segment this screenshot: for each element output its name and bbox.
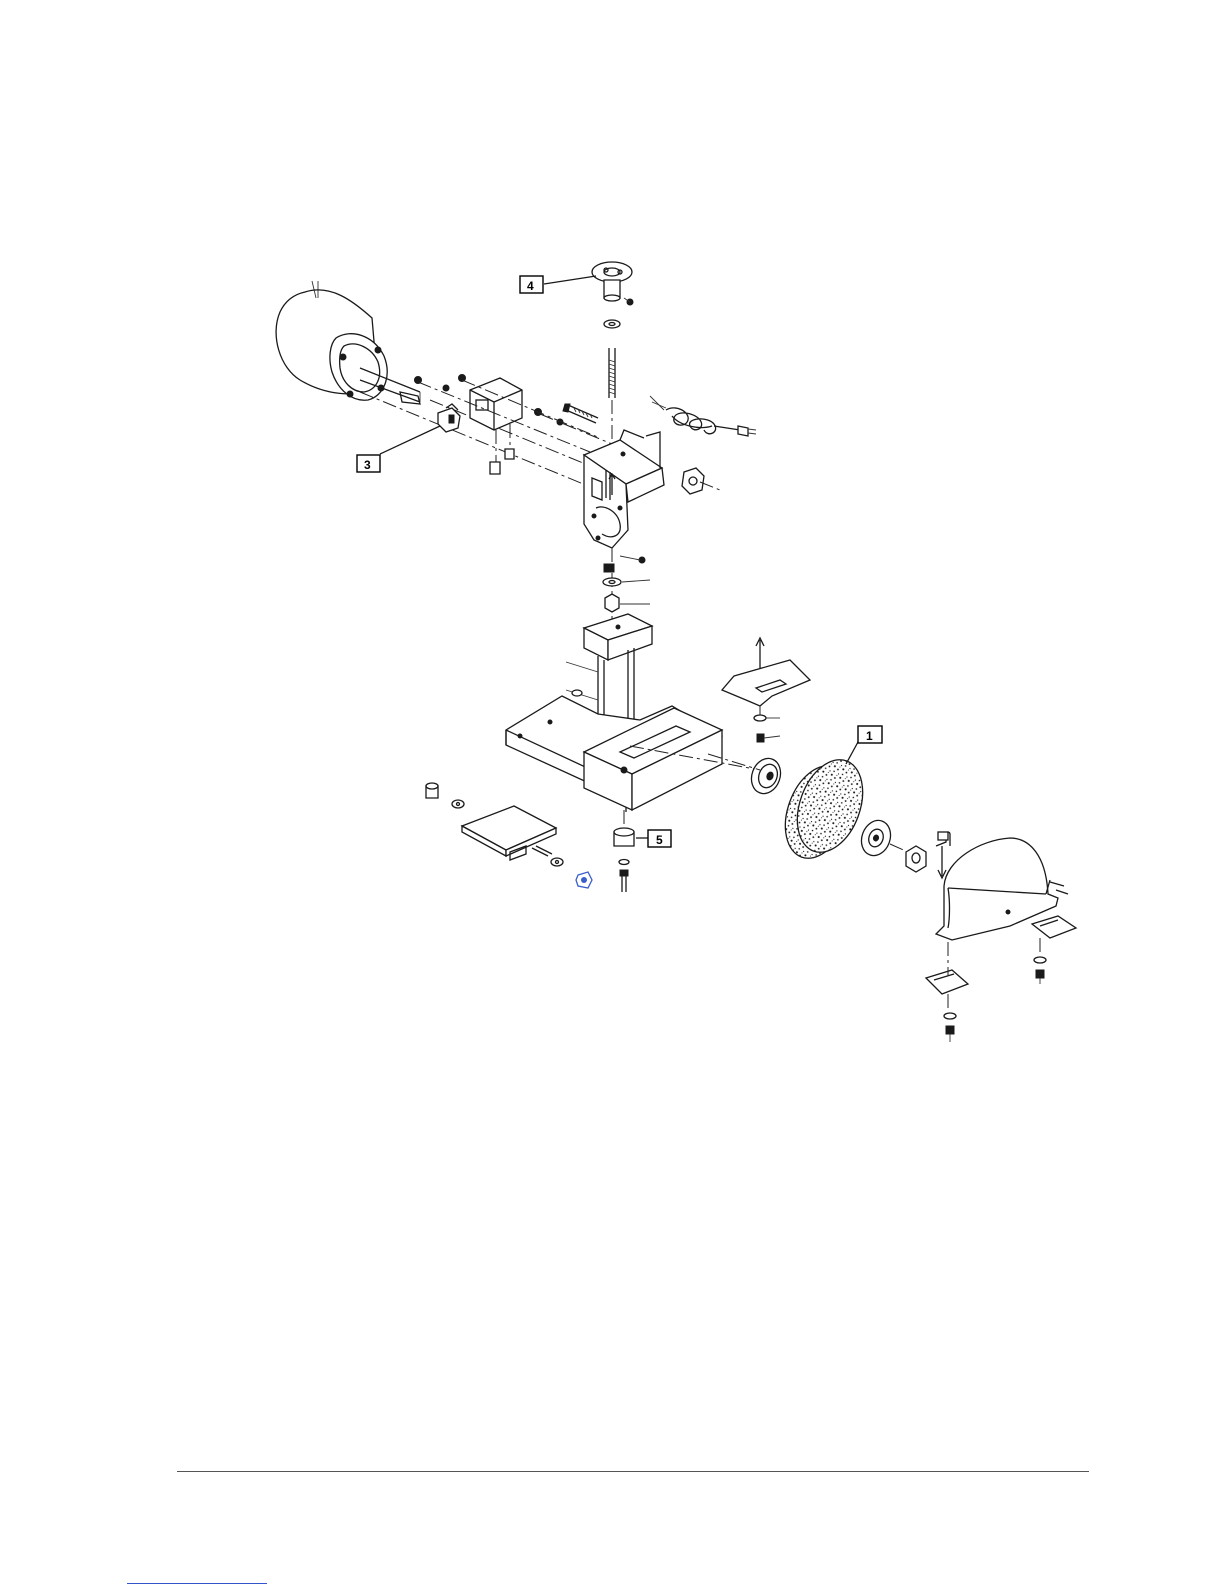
foot-stack (614, 810, 634, 892)
bolt (563, 404, 598, 423)
tool-rest (426, 783, 592, 888)
motor (276, 281, 420, 404)
callout-1: 1 (846, 726, 882, 764)
inner-flange (747, 754, 786, 797)
callout-3: 3 (357, 426, 440, 472)
footer-link-underline[interactable] (127, 1583, 267, 1584)
outer-flange (857, 816, 926, 872)
footer-rule (177, 1471, 1089, 1472)
callout-5-label: 5 (656, 833, 663, 847)
base (506, 696, 760, 812)
callout-1-label: 1 (866, 729, 873, 743)
adjust-knob (592, 262, 633, 440)
eye-shield (722, 638, 810, 742)
arbor-nut-top (682, 468, 720, 494)
grinding-wheel (773, 751, 874, 868)
motor-bracket (584, 430, 664, 548)
power-cord (650, 396, 756, 436)
callout-4-label: 4 (527, 279, 534, 293)
callout-4: 4 (520, 276, 596, 293)
switch-box (470, 378, 522, 474)
callout-5: 5 (636, 830, 671, 847)
callout-3-label: 3 (364, 458, 371, 472)
